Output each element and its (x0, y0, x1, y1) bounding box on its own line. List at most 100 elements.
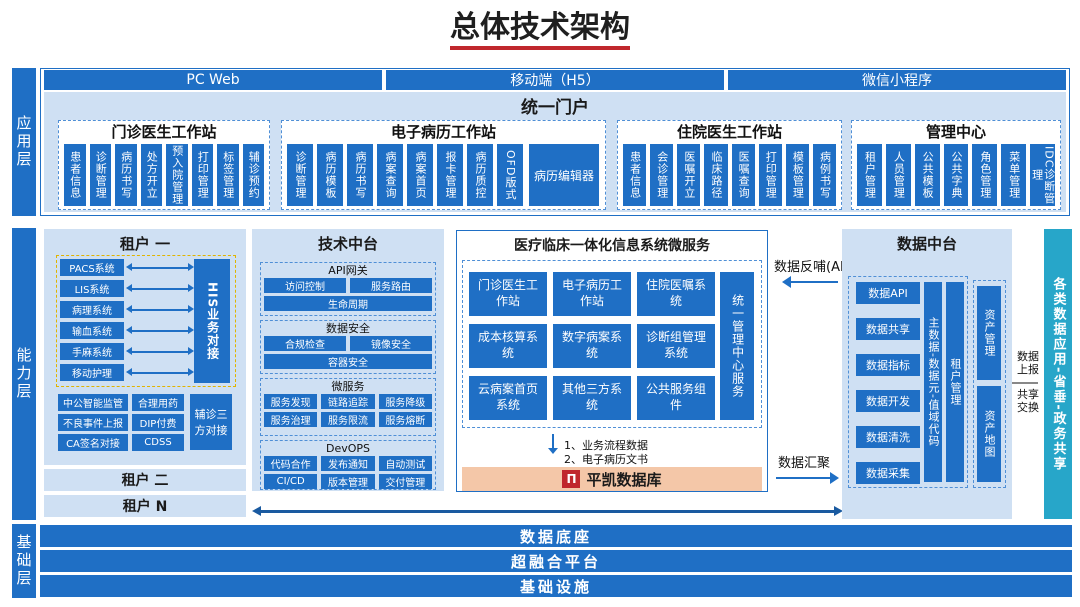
tenant-one-title: 租户 一 (119, 234, 171, 253)
app-module-cell: 标签管理 (217, 144, 239, 206)
database-name: 平凯数据库 (586, 470, 662, 489)
tenant-system-5: 移动护理 (60, 364, 124, 381)
microservice-title: 医疗临床一体化信息系统微服务 (514, 238, 710, 254)
app-module-cell: 病历质控 (467, 144, 493, 206)
app-module-cell: 报卡管理 (437, 144, 463, 206)
arrow-left-icon (126, 263, 132, 271)
app-module-cell: 辅诊预约 (242, 144, 264, 206)
tenant-link-line (130, 330, 188, 332)
microservice-cell: 云病案首页系统 (469, 376, 547, 420)
tech-capability-cell: 容器安全 (264, 354, 432, 369)
microservice-cell: 其他三方系统 (553, 376, 631, 420)
collect-arrow-line (776, 477, 832, 479)
database-logo-icon: П (562, 470, 581, 488)
tech-capability-cell: 服务发现 (264, 394, 318, 409)
title-underline (450, 46, 630, 50)
feedback-arrow-line (790, 281, 838, 283)
tenant-service-1: 合理用药 (132, 394, 184, 411)
tenant-system-3: 输血系统 (60, 322, 124, 339)
app-module-cell: 患者信息 (623, 144, 647, 206)
db-arrow-stem (552, 434, 554, 450)
collect-arrow-head (830, 472, 839, 484)
app-module-cell: 诊断管理 (89, 144, 111, 206)
his-integration: HIS业务对接 (194, 259, 230, 383)
portal-title: 统一门户 (521, 97, 589, 118)
tech-section-title: 数据安全 (326, 322, 370, 335)
data-center-item: 数据采集 (856, 462, 920, 484)
tech-capability-cell: 服务限流 (321, 412, 375, 427)
app-module-cell: 模板管理 (785, 144, 809, 206)
tenant-service-4: CA签名对接 (58, 434, 128, 451)
app-module-cell: 医嘱开立 (677, 144, 701, 206)
app-module-cell: 病案首页 (407, 144, 433, 206)
app-module-cell: 处方开立 (140, 144, 162, 206)
db-arrow-head (548, 448, 558, 454)
app-module-cell: 医嘱查询 (731, 144, 755, 206)
tech-capability-cell: 链路追踪 (321, 394, 375, 409)
app-module-cell: 临床路径 (704, 144, 728, 206)
tenant-link-line (130, 267, 188, 269)
microservice-cell: 数字病案系统 (553, 324, 631, 368)
tech-section-title: API网关 (328, 264, 368, 277)
arrow-right-icon (188, 263, 194, 271)
tech-capability-cell: 服务熔断 (378, 412, 432, 427)
tech-section-frame (260, 440, 436, 490)
app-module-cell: 病案查询 (377, 144, 403, 206)
tech-capability-cell: 自动测试 (378, 456, 432, 471)
arrow-left-icon (126, 305, 132, 313)
channel-mobile: 移动端（H5） (386, 70, 724, 90)
data-applications: 各类数据应用-省垂-政务共享 (1044, 229, 1072, 519)
asset-frame (973, 280, 1006, 488)
tech-capability-cell: 版本管理 (321, 474, 375, 489)
tech-capability-cell: 合规检查 (264, 336, 346, 351)
page-title: 总体技术架构 (450, 10, 630, 45)
arrow-left-icon (126, 368, 132, 376)
tenant-system-4: 手麻系统 (60, 343, 124, 360)
data-center-item: 数据开发 (856, 390, 920, 412)
tech-capability-cell: 访问控制 (264, 278, 346, 293)
bus-arrow-left-icon (252, 506, 261, 516)
layer-label-capability: 能力层 (12, 228, 36, 520)
app-module-cell: 打印管理 (758, 144, 782, 206)
app-module-cell: OFD版式 (497, 144, 523, 206)
arrow-right-icon (188, 347, 194, 355)
master-data: 主数据-数据元-值域代码 (924, 282, 942, 482)
feedback-arrow-head (782, 276, 791, 288)
tech-capability-cell: 服务治理 (264, 412, 318, 427)
tenant-service-0: 中公智能监管 (58, 394, 128, 411)
data-center-item: 数据清洗 (856, 426, 920, 448)
tenant-two: 租户 二 (44, 469, 246, 491)
tenant-service-3: DIP付费 (132, 414, 184, 431)
tenant-link-line (130, 372, 188, 374)
tech-capability-cell: 交付管理 (378, 474, 432, 489)
app-module-cell: 病历书写 (347, 144, 373, 206)
group-management-title: 管理中心 (925, 122, 986, 141)
app-module-cell: 病例书写 (812, 144, 836, 206)
feedback-label: 数据反哺(API) (774, 260, 857, 275)
app-module-cell: 诊断管理 (287, 144, 313, 206)
data-center-title: 数据中台 (896, 234, 957, 253)
tenant-link-line (130, 288, 188, 290)
app-module-cell: 病历书写 (115, 144, 137, 206)
tech-capability-cell: 服务降级 (378, 394, 432, 409)
microservice-cell: 公共服务组件 (637, 376, 715, 420)
app-module-cell: 租户管理 (857, 144, 882, 206)
tech-capability-cell: CI/CD (264, 474, 318, 489)
app-module-cell: 打印管理 (191, 144, 213, 206)
tech-section-frame (260, 378, 436, 436)
assist-integration: 辅诊三方对接 (190, 394, 232, 450)
tech-capability-cell: 发布通知 (321, 456, 375, 471)
app-module-cell: 预入院管理 (166, 144, 188, 206)
tenant-link-line (130, 309, 188, 311)
app-module-cell: 公共模板 (914, 144, 940, 206)
tenant-system-2: 病理系统 (60, 301, 124, 318)
layer-label-app: 应用层 (12, 68, 36, 216)
app-module-cell: IDC诊断管理 (1030, 144, 1056, 206)
tech-section-frame (260, 320, 436, 374)
note-2: 2、电子病历文书 (564, 453, 648, 466)
tenant-mgmt: 租户管理 (946, 282, 964, 482)
bus-arrow-line (260, 510, 836, 513)
channel-wechat: 微信小程序 (728, 70, 1066, 90)
tenant-n: 租户 N (44, 495, 246, 517)
arrow-left-icon (126, 347, 132, 355)
